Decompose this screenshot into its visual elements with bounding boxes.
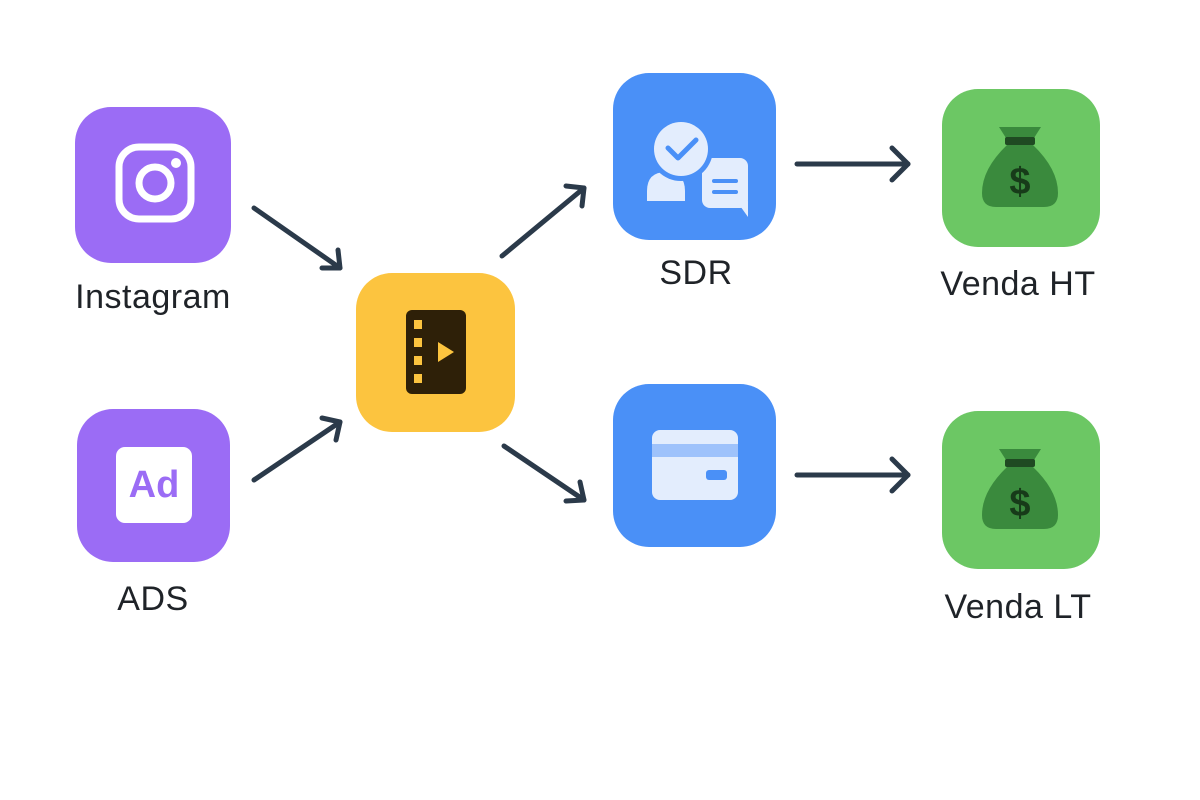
node-sdr [613,73,776,240]
arrow-video-to-sdr [499,183,587,259]
node-video [356,273,515,432]
money-bag-icon: $ [982,449,1058,529]
node-venda-ht: $ [942,89,1100,247]
sdr-chat-check-icon [647,117,748,217]
node-label-venda-lt: Venda LT [944,588,1092,626]
arrow-video-to-payment [501,443,587,504]
node-payment [613,384,776,547]
svg-text:$: $ [1009,483,1030,525]
ad-icon: Ad [116,447,192,523]
arrow-payment-to-venda-lt [794,456,911,494]
node-label-instagram: Instagram [75,278,231,316]
arrow-sdr-to-venda-ht [794,145,911,183]
node-ads: Ad [77,409,230,562]
node-label-sdr: SDR [659,254,733,292]
arrow-ads-to-video [251,415,343,483]
node-label-venda-ht: Venda HT [940,265,1096,303]
money-bag-icon: $ [982,127,1058,207]
arrow-instagram-to-video [251,205,343,271]
credit-card-icon [652,430,738,500]
node-label-ads: ADS [117,580,189,618]
ad-icon-text: Ad [128,463,180,506]
instagram-icon [115,143,195,223]
svg-text:$: $ [1009,161,1030,203]
node-venda-lt: $ [942,411,1100,569]
node-instagram [75,107,231,263]
video-film-icon [406,310,466,394]
